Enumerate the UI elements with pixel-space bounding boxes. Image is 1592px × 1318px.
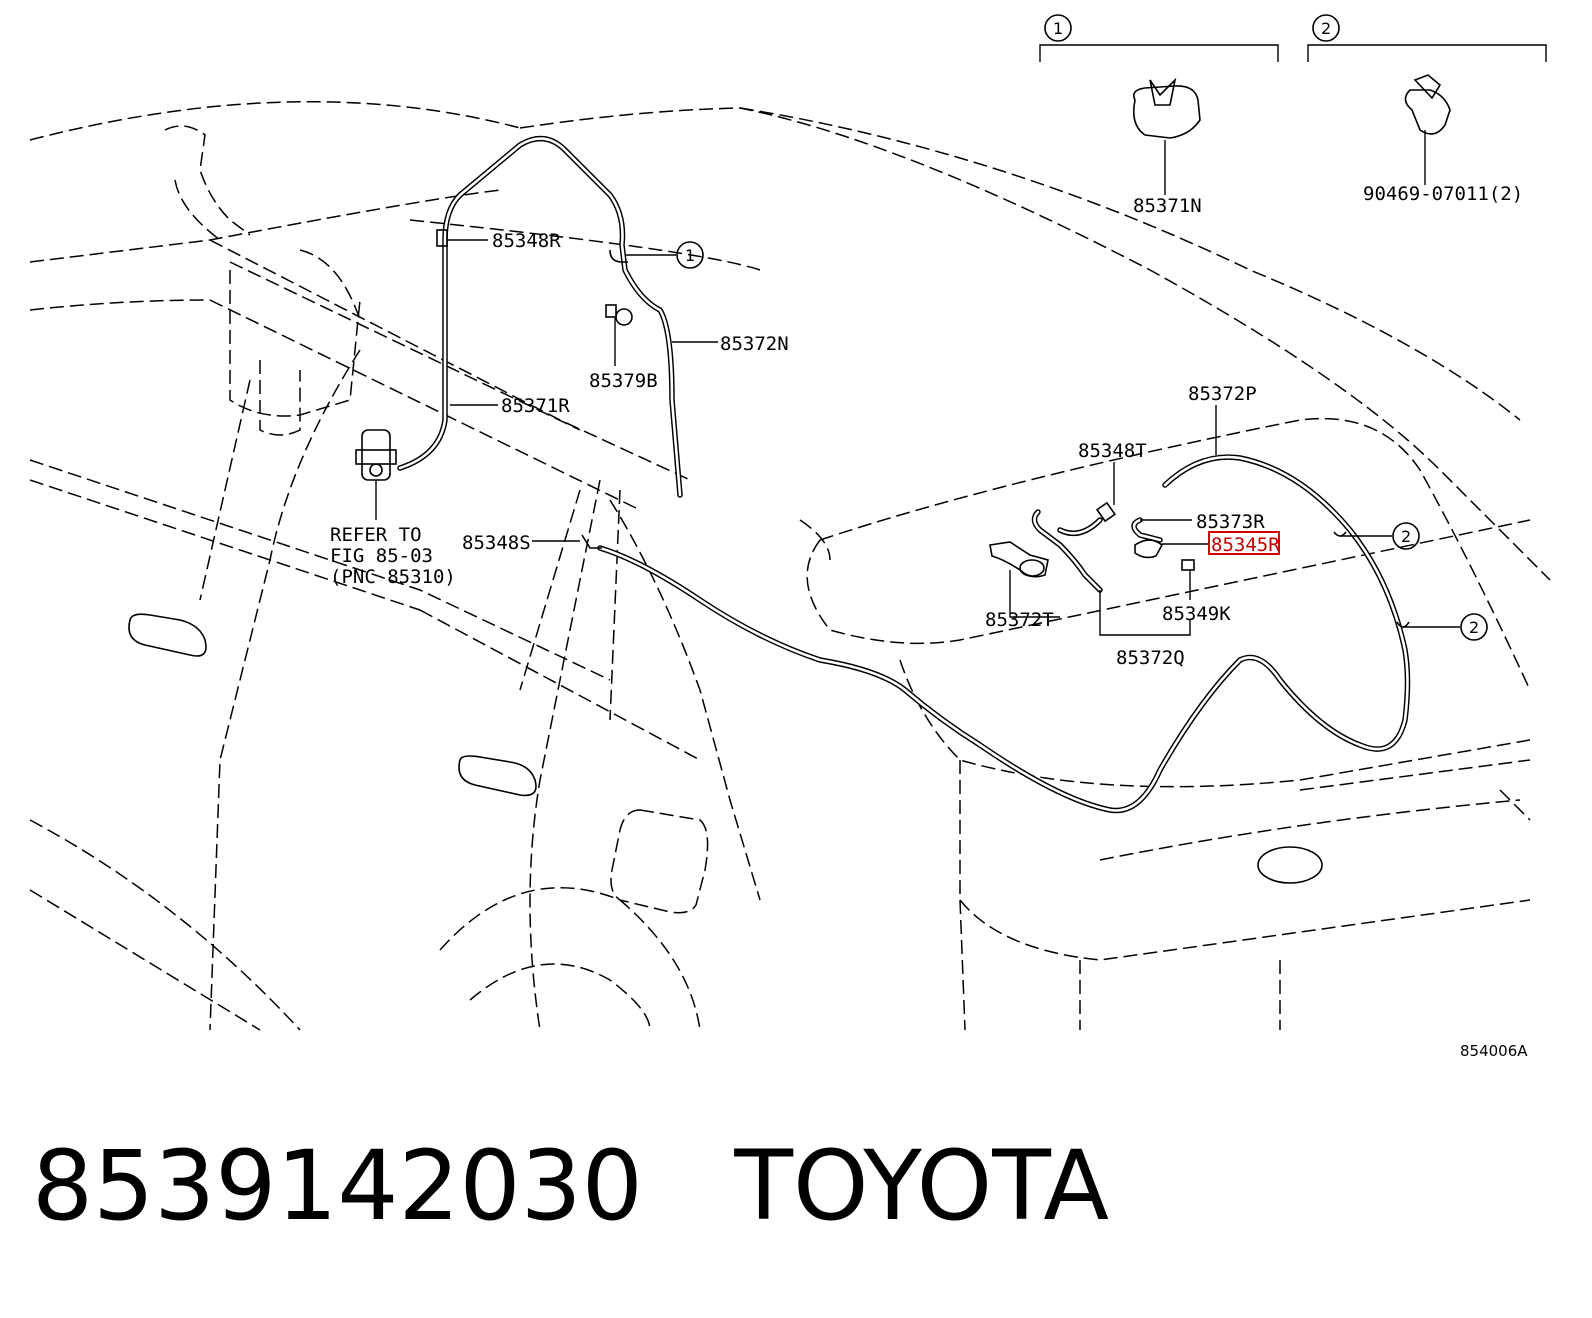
- label-85348T: 85348T: [1078, 440, 1147, 462]
- label-85373R: 85373R: [1196, 511, 1265, 533]
- leader-lines: [375, 44, 1547, 636]
- label-85372N: 85372N: [720, 333, 789, 355]
- parts-diagram: 1 2 1 2 2 85371N 90469-07011(2) 85348R 8…: [29, 14, 1551, 1060]
- part-labels: 85371N 90469-07011(2) 85348R 85372N 8537…: [330, 183, 1528, 1060]
- refer-line-1: REFER TO: [330, 524, 422, 546]
- figure-code: 854006A: [1460, 1042, 1528, 1060]
- caption-part-number: 8539142030: [32, 1130, 643, 1242]
- label-85371R: 85371R: [501, 395, 570, 417]
- label-85345R: 85345R: [1211, 534, 1280, 556]
- components: [355, 74, 1451, 578]
- callout-1-top: 1: [1053, 19, 1063, 38]
- label-85372P: 85372P: [1188, 383, 1257, 405]
- refer-line-3: (PNC 85310): [330, 566, 456, 588]
- label-85348R: 85348R: [492, 230, 561, 252]
- washer-hoses: [397, 135, 1411, 814]
- label-85348S: 85348S: [462, 532, 531, 554]
- label-85349K: 85349K: [1162, 603, 1231, 625]
- callout-1-hose: 1: [685, 246, 695, 265]
- label-85372T: 85372T: [985, 609, 1054, 631]
- callout-circles: 1 2 1 2 2: [676, 14, 1488, 641]
- label-85371N: 85371N: [1133, 195, 1202, 217]
- label-85372Q: 85372Q: [1116, 647, 1185, 669]
- callout-2-top: 2: [1321, 19, 1331, 38]
- car-body-outline: [29, 101, 1551, 1031]
- caption-brand: TOYOTA: [734, 1130, 1110, 1242]
- label-90469-07011: 90469-07011(2): [1363, 183, 1523, 205]
- refer-line-2: FIG 85-03: [330, 545, 433, 567]
- caption: 8539142030 TOYOTA: [32, 1138, 1109, 1234]
- callout-2-upper: 2: [1401, 527, 1411, 546]
- label-85379B: 85379B: [589, 370, 658, 392]
- highlight-box-85345R: [1208, 531, 1280, 555]
- callout-2-lower: 2: [1469, 618, 1479, 637]
